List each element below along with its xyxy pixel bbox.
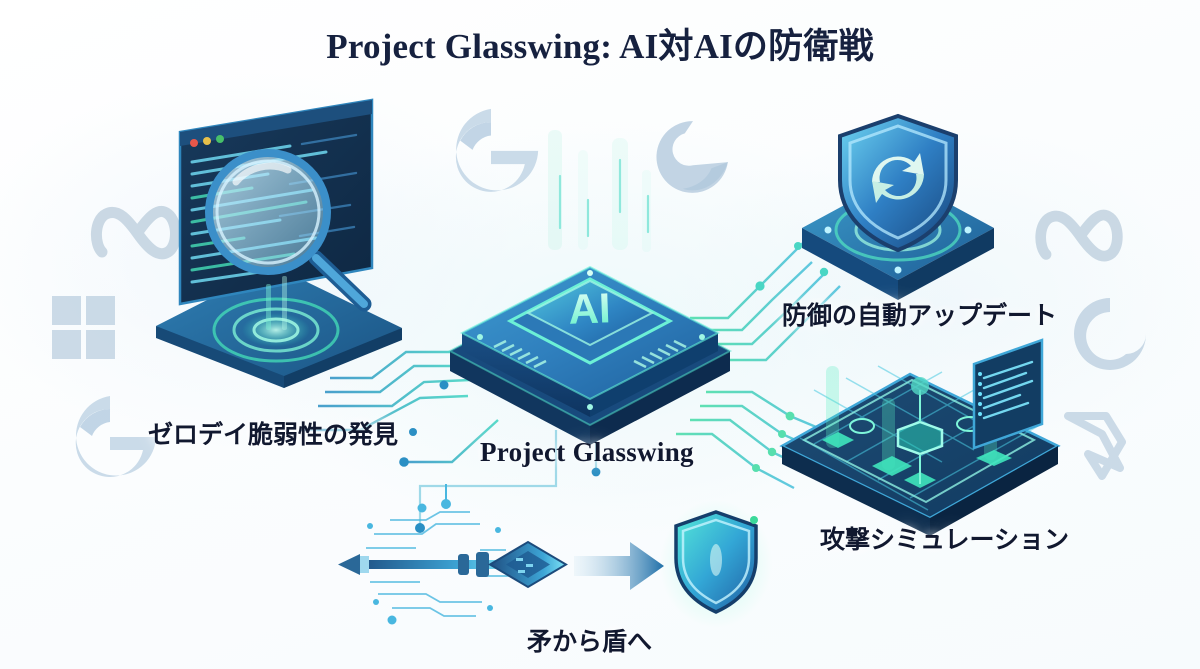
meta-logo bbox=[1035, 204, 1126, 268]
auto-update-node[interactable] bbox=[788, 108, 1008, 308]
spear-to-shield-node[interactable] bbox=[330, 484, 772, 643]
zero-day-node[interactable] bbox=[140, 88, 430, 393]
check-angular-logo bbox=[1062, 406, 1142, 484]
swirl-g-logo bbox=[652, 116, 734, 198]
google-g-logo bbox=[450, 108, 539, 198]
attack-sim-caption: 攻撃シミュレーション bbox=[820, 526, 1070, 554]
spear-to-shield-caption: 矛から盾へ bbox=[527, 628, 653, 656]
page-title: Project Glasswing: AI対AIの防衛戦 bbox=[326, 27, 874, 66]
auto-update-caption: 防御の自動アップデート bbox=[782, 302, 1058, 330]
center-caption: Project Glasswing bbox=[480, 437, 694, 467]
zero-day-caption: ゼロデイ脆弱性の発見 bbox=[148, 421, 399, 449]
ring-c-logo bbox=[1072, 296, 1148, 372]
ai-chip-label: AI bbox=[568, 284, 612, 332]
meta-logo bbox=[91, 200, 184, 266]
ai-chip-node[interactable]: AI bbox=[440, 225, 740, 445]
windows-logo bbox=[52, 296, 116, 360]
google-g-logo bbox=[70, 396, 156, 483]
attack-sim-node[interactable] bbox=[770, 328, 1070, 536]
